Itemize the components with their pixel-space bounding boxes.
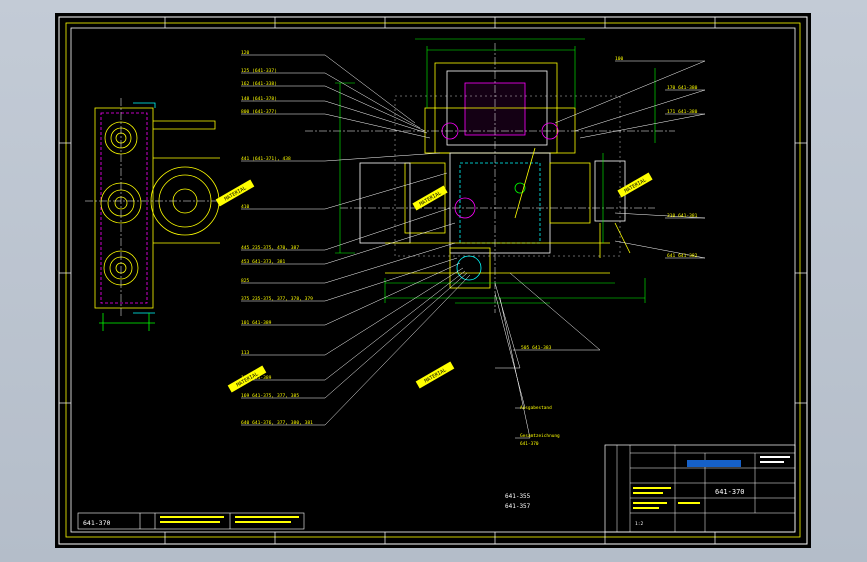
callout-right: 641 641-382 <box>667 253 698 259</box>
callout-left: 441 (641-371), 438 <box>241 156 291 162</box>
callout-right: 171 641-380 <box>667 109 698 115</box>
callout-left: 453 641-373, 381 <box>241 259 285 265</box>
bottom-left-strip: 641-370 <box>77 512 305 530</box>
callout-left: 169 641-375, 377, 385 <box>241 393 299 399</box>
callout-right: 505 641-383 <box>521 345 552 351</box>
main-section-view[interactable] <box>305 43 675 313</box>
callout-left: 800 (641-377) <box>241 109 277 115</box>
reference-drawing-2: 641-357 <box>505 503 531 510</box>
ref-heading: Ausgabestand <box>520 405 552 411</box>
callout-left: 148 (641-378) <box>241 96 277 102</box>
scale-value: 1:2 <box>635 521 644 527</box>
callout-left: 825 <box>241 278 250 284</box>
drawing-frame <box>58 16 808 545</box>
cad-drawing[interactable]: 120 125 (641-337) 162 (641-338) 148 (641… <box>55 13 811 548</box>
side-view[interactable] <box>85 98 225 331</box>
callout-left: 410 <box>241 204 250 210</box>
callouts-right: 100 170 641-380 171 641-380 310 641-381 … <box>521 56 698 351</box>
title-block[interactable]: 641-370 1:2 <box>604 444 796 533</box>
order-title: Gesamtzeichnung <box>520 433 560 439</box>
drawing-canvas[interactable]: 120 125 (641-337) 162 (641-338) 148 (641… <box>55 13 811 548</box>
material-stamps: MATERIAL MATERIAL MATERIAL MATERIAL MATE… <box>215 172 653 393</box>
stamp: MATERIAL <box>617 172 653 198</box>
leader-lines-left <box>241 54 471 426</box>
leader-lines-right <box>494 60 706 439</box>
drawing-number-strip: 641-370 <box>83 519 110 527</box>
callout-left: 120 <box>241 50 250 56</box>
callout-right: 100 <box>615 56 624 62</box>
reference-notes: Ausgabestand Gesamtzeichnung 641-370 641… <box>505 405 560 510</box>
stamp: MATERIAL <box>215 179 255 207</box>
dimension-lines <box>335 38 656 304</box>
callout-right: 170 641-380 <box>667 85 698 91</box>
stamp: MATERIAL <box>412 185 448 211</box>
callout-left: 375 235-375, 377, 378, 379 <box>241 296 313 302</box>
stamp: MATERIAL <box>415 361 455 389</box>
reference-drawing-1: 641-355 <box>505 493 531 500</box>
frame-ticks <box>59 17 807 544</box>
callouts-left: 120 125 (641-337) 162 (641-338) 148 (641… <box>241 50 313 426</box>
title-block-drawing-number: 641-370 <box>715 488 745 496</box>
callout-right: 310 641-381 <box>667 213 698 219</box>
callout-left: 162 (641-338) <box>241 81 277 87</box>
callout-left: 101 641-389 <box>241 320 272 326</box>
order-line: 641-370 <box>520 441 539 447</box>
callout-left: 113 <box>241 350 250 356</box>
callout-left: 125 (641-337) <box>241 68 277 74</box>
callout-left: 640 641-376, 377, 380, 381 <box>241 420 313 426</box>
callout-left: 445 235-375, 470, 387 <box>241 245 299 251</box>
